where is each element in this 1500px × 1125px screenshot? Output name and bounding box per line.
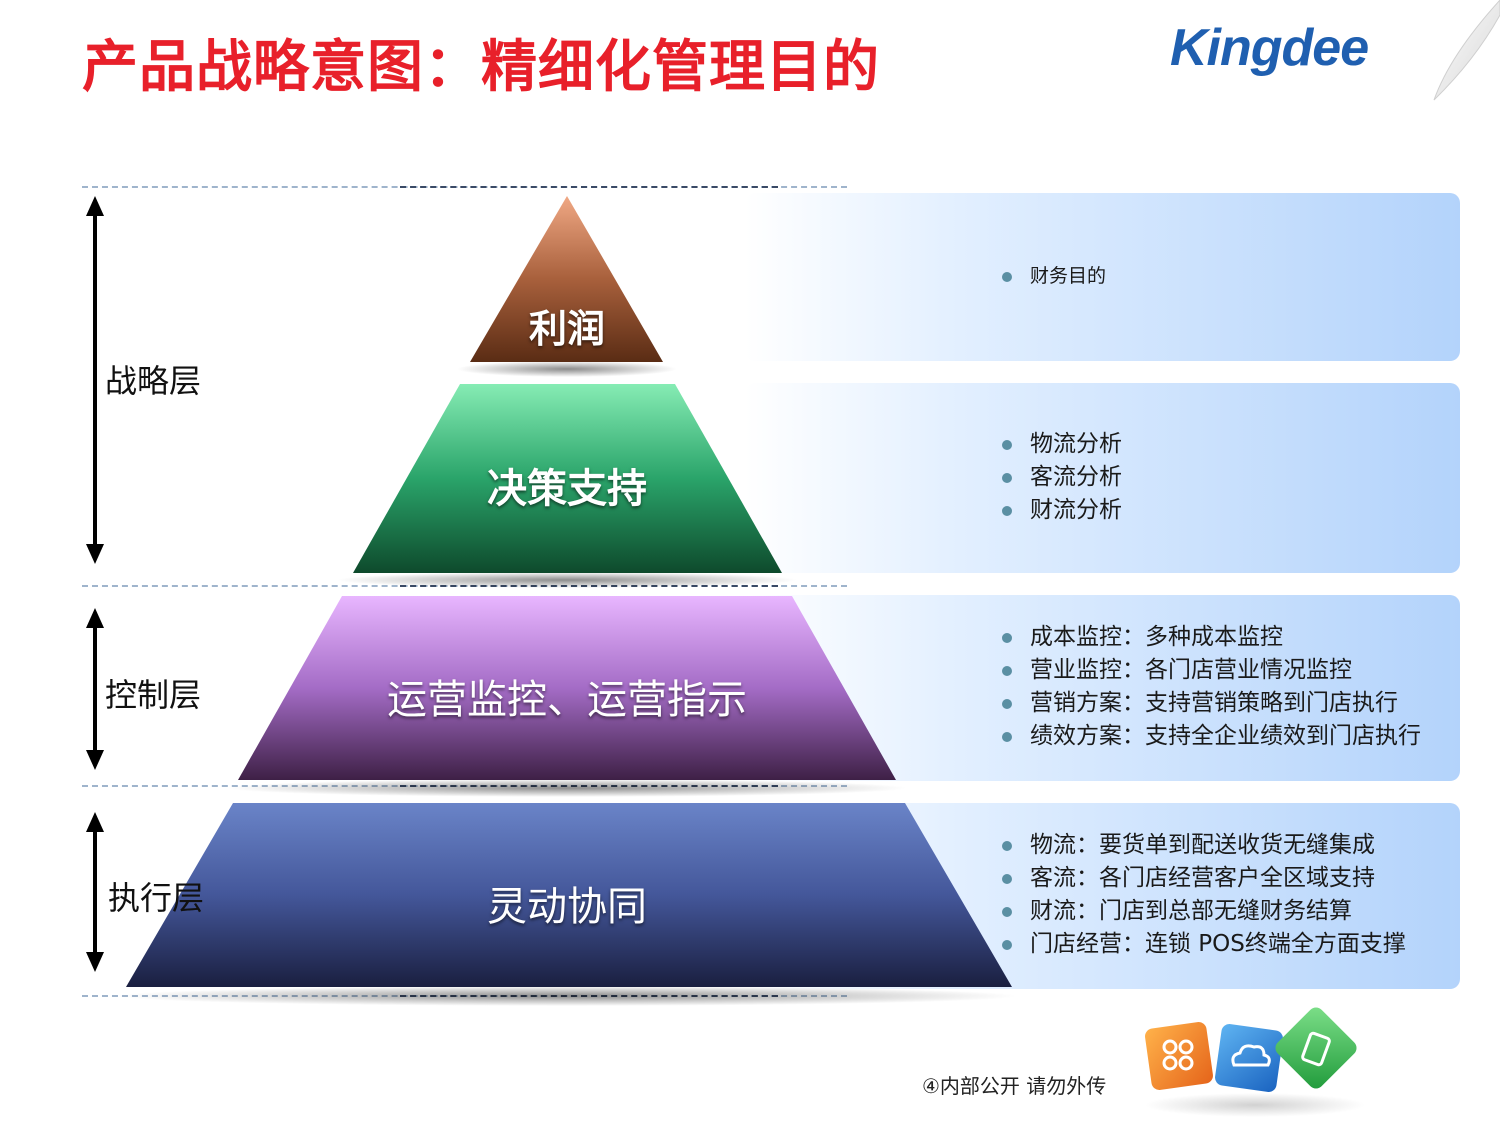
list-item: 物流分析 — [1000, 428, 1122, 461]
cloud-cube-icon — [1215, 1024, 1283, 1092]
list-item: 财流分析 — [1000, 494, 1122, 527]
tier-label-profit: 利润 — [528, 307, 605, 351]
tier-panel-2 — [745, 383, 1460, 573]
tablet-cube-icon — [1275, 1007, 1357, 1089]
tier-shadow — [227, 779, 907, 797]
kingdee-logo: Kingdee — [1170, 19, 1369, 77]
tier-label-collaboration: 灵动协同 — [487, 884, 647, 930]
list-item: 客流分析 — [1000, 461, 1122, 494]
layer-label-strategy: 战略层 — [105, 362, 202, 400]
confidentiality-note: ④内部公开 请勿外传 — [922, 1074, 1107, 1098]
app-cube-icon — [1145, 1022, 1213, 1090]
list-item: 成本监控：多种成本监控 — [1000, 621, 1421, 654]
tier-1-bullets: 财务目的 — [1000, 260, 1106, 293]
list-item: 门店经营：连锁 POS终端全方面支撑 — [1000, 928, 1406, 961]
list-item: 客流：各门店经营客户全区域支持 — [1000, 862, 1406, 895]
list-item: 物流：要货单到配送收货无缝集成 — [1000, 829, 1406, 862]
list-item: 营业监控：各门店营业情况监控 — [1000, 654, 1421, 687]
tier-panel-1 — [745, 193, 1460, 361]
page-title: 产品战略意图：精细化管理目的 — [82, 35, 880, 100]
tier-decision-shape — [353, 384, 782, 573]
separator-line-dark — [400, 186, 778, 188]
tier-operation-shape — [238, 596, 896, 780]
tier-label-decision: 决策支持 — [487, 466, 647, 512]
tier-shadow — [337, 572, 797, 588]
page-curl-icon — [1433, 0, 1500, 101]
layer-label-control: 控制层 — [105, 676, 202, 714]
list-item: 财流：门店到总部无缝财务结算 — [1000, 895, 1406, 928]
tier-label-operation: 运营监控、运营指示 — [387, 677, 747, 723]
tier-profit-shape — [470, 196, 663, 362]
tier-collab-shape — [126, 803, 1012, 987]
list-item: 营销方案：支持营销策略到门店执行 — [1000, 687, 1421, 720]
tier-shadow — [117, 986, 1017, 1006]
strategy-layer-arrow — [86, 196, 104, 564]
app-cubes-graphic — [1145, 1007, 1365, 1117]
execution-layer-arrow — [86, 812, 104, 972]
tier-2-bullets: 物流分析 客流分析 财流分析 — [1000, 428, 1122, 527]
list-item: 绩效方案：支持全企业绩效到门店执行 — [1000, 720, 1421, 753]
tier-4-bullets: 物流：要货单到配送收货无缝集成 客流：各门店经营客户全区域支持 财流：门店到总部… — [1000, 829, 1406, 961]
tier-shadow — [457, 361, 677, 377]
tier-3-bullets: 成本监控：多种成本监控 营业监控：各门店营业情况监控 营销方案：支持营销策略到门… — [1000, 621, 1421, 753]
list-item: 财务目的 — [1000, 260, 1106, 293]
layer-label-execution: 执行层 — [108, 879, 205, 917]
control-layer-arrow — [86, 608, 104, 770]
